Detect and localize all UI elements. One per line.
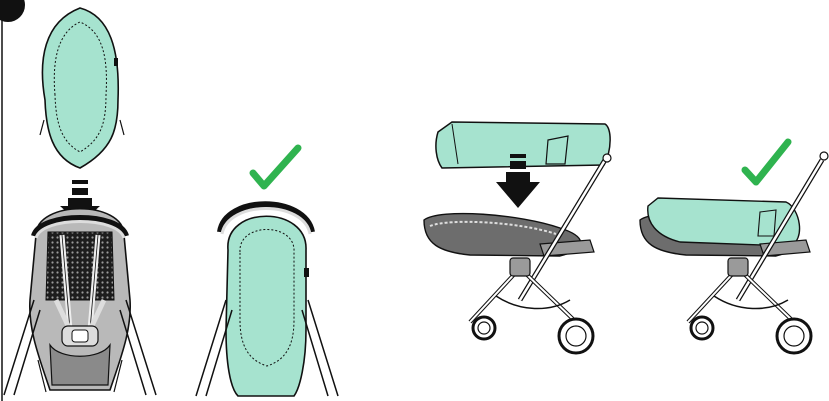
checkmark-icon — [745, 142, 788, 182]
step-liner-fitted-seat — [196, 148, 338, 396]
stroller-seat-top — [4, 209, 156, 395]
checkmark-icon — [253, 148, 298, 186]
step-number-badge-icon — [0, 0, 25, 22]
step-liner-above-stroller-side — [424, 122, 611, 353]
stroller-side-with-liner — [640, 152, 828, 353]
step-liner-fitted-stroller-side — [640, 142, 828, 353]
stroller-seat-with-liner — [196, 204, 338, 396]
seat-liner-top — [40, 8, 124, 168]
step-liner-above-seat — [4, 8, 156, 395]
